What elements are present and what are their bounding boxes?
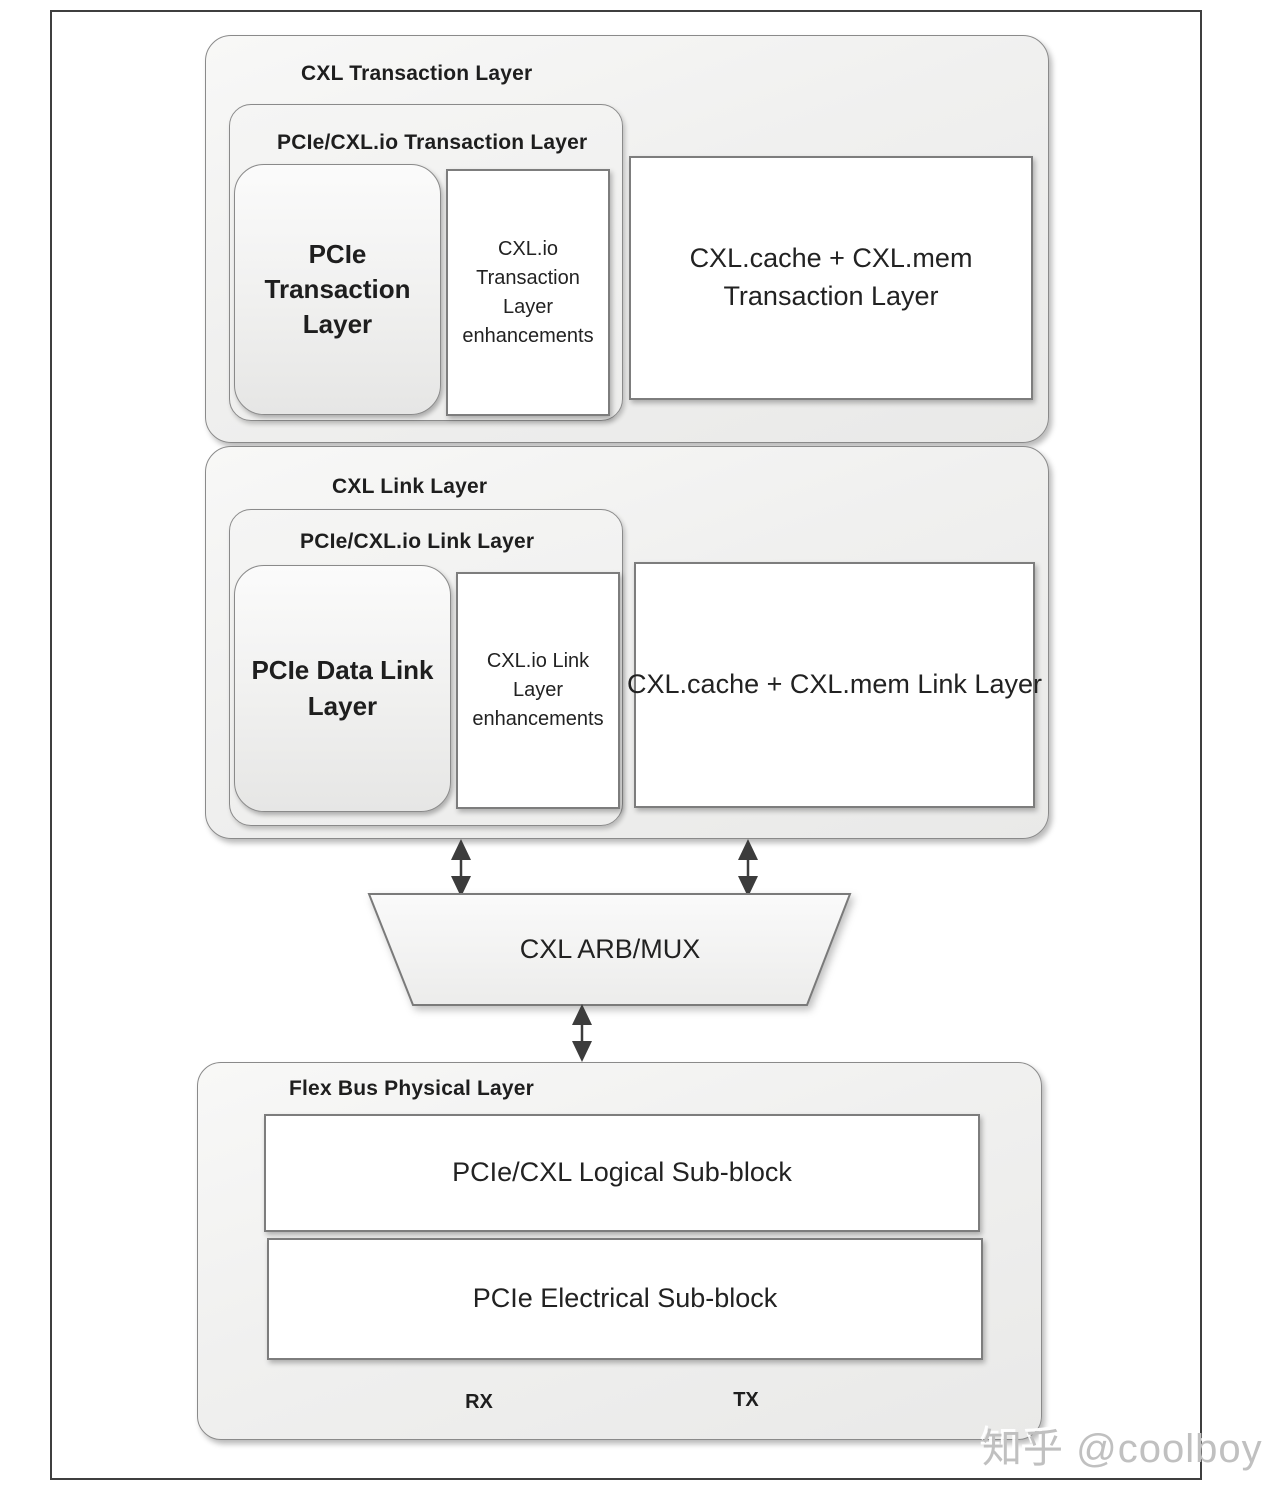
pcie-cxlio-transaction-subgroup: PCIe/CXL.io Transaction Layer PCIe Trans…	[229, 104, 623, 421]
double-arrow-icon	[451, 839, 471, 897]
physical-layer-title: Flex Bus Physical Layer	[289, 1077, 535, 1100]
pcie-transaction-layer-box: PCIe Transaction Layer	[234, 164, 441, 415]
pcie-cxlio-link-subgroup: PCIe/CXL.io Link Layer PCIe Data Link La…	[229, 509, 623, 826]
electrical-sub-block-label: PCIe Electrical Sub-block	[472, 1283, 778, 1314]
pcie-data-link-layer-box: PCIe Data Link Layer	[234, 565, 451, 812]
double-arrow-icon	[738, 839, 758, 897]
pcie-transaction-layer-label: PCIe Transaction Layer	[264, 238, 411, 340]
cache-mem-transaction-layer-box: CXL.cache + CXL.mem Transaction Layer	[629, 156, 1033, 400]
cxlio-link-enhancements-label: CXL.io Link Layer enhancements	[472, 650, 604, 730]
logical-sub-block-box: PCIe/CXL Logical Sub-block	[264, 1114, 980, 1232]
cache-mem-transaction-layer-label: CXL.cache + CXL.mem Transaction Layer	[689, 243, 973, 311]
arb-mux-shape: CXL ARB/MUX	[360, 890, 860, 1010]
arb-mux-label: CXL ARB/MUX	[519, 934, 701, 964]
transaction-layer-group: CXL Transaction Layer PCIe/CXL.io Transa…	[205, 35, 1049, 443]
physical-layer-group: Flex Bus Physical Layer PCIe/CXL Logical…	[197, 1062, 1042, 1440]
pcie-cxlio-link-title: PCIe/CXL.io Link Layer	[300, 530, 535, 553]
cache-mem-link-layer-box: CXL.cache + CXL.mem Link Layer	[627, 562, 1042, 808]
rx-label: RX	[465, 1391, 493, 1413]
trapezoid-icon	[367, 893, 852, 1006]
cxlio-transaction-enhancements-label: CXL.io Transaction Layer enhancements	[462, 237, 594, 347]
electrical-sub-block-box: PCIe Electrical Sub-block	[267, 1238, 983, 1360]
transaction-layer-title: CXL Transaction Layer	[301, 62, 533, 85]
link-layer-title: CXL Link Layer	[332, 475, 488, 498]
tx-label: TX	[733, 1389, 759, 1411]
cxlio-transaction-enhancements-box: CXL.io Transaction Layer enhancements	[446, 169, 610, 416]
double-arrow-icon	[572, 1004, 592, 1062]
link-layer-group: CXL Link Layer PCIe/CXL.io Link Layer PC…	[205, 446, 1049, 839]
cache-mem-link-layer-label: CXL.cache + CXL.mem Link Layer	[627, 669, 1042, 700]
logical-sub-block-label: PCIe/CXL Logical Sub-block	[452, 1157, 792, 1188]
pcie-data-link-layer-label: PCIe Data Link Layer	[251, 655, 434, 721]
watermark: 知乎 @coolboy	[982, 1427, 1263, 1471]
cxlio-link-enhancements-box: CXL.io Link Layer enhancements	[456, 572, 620, 809]
pcie-cxlio-transaction-title: PCIe/CXL.io Transaction Layer	[277, 131, 588, 154]
